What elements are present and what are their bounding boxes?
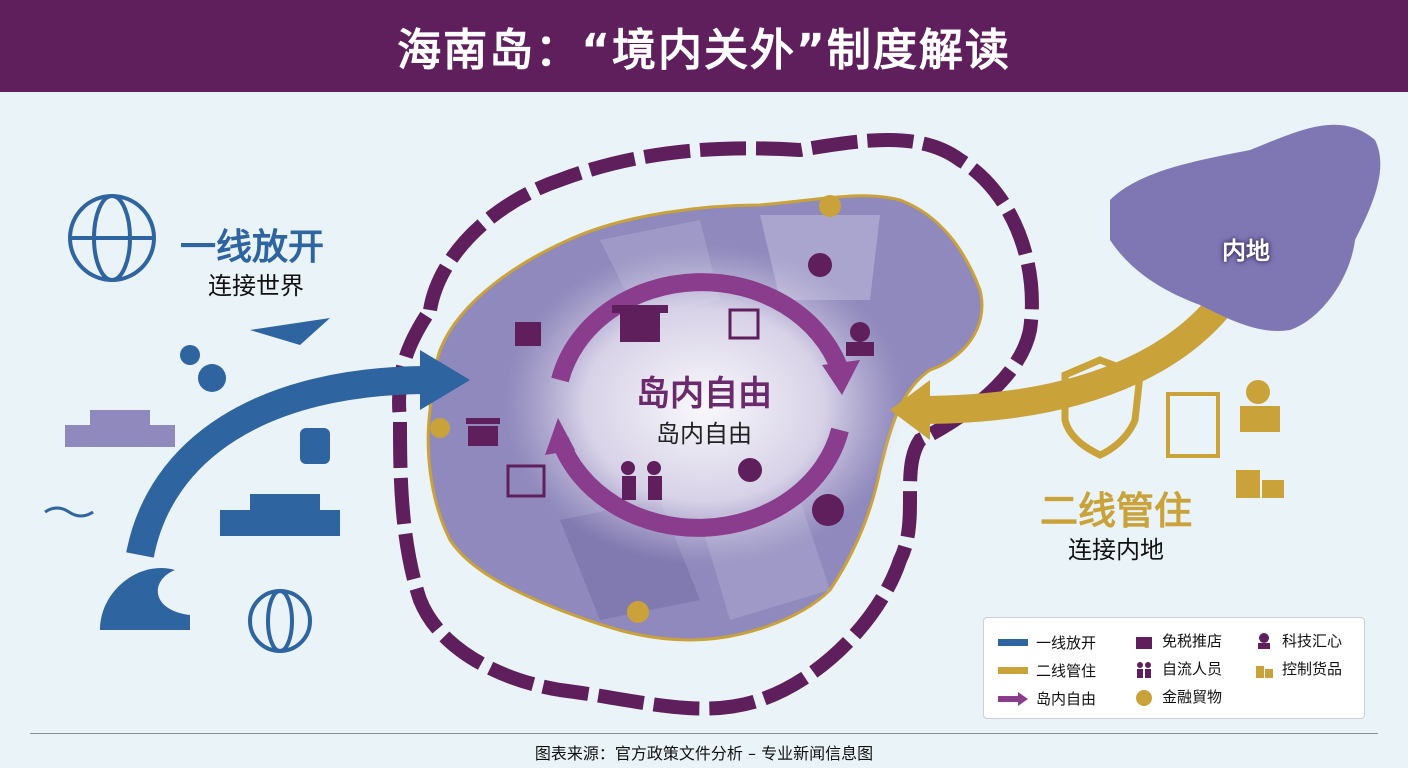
airplane-icon bbox=[250, 318, 330, 345]
security-gate-icon bbox=[1166, 392, 1220, 458]
hands-globe-icon bbox=[808, 253, 832, 277]
legend-item: 金融貿物 bbox=[1134, 686, 1222, 707]
legend-item: 自流人员 bbox=[1134, 658, 1222, 679]
location-pin-icon bbox=[819, 195, 841, 217]
mainland-label: 内地 bbox=[1222, 237, 1270, 265]
source-caption: 图表来源：官方政策文件分析 – 专业新闻信息图 bbox=[534, 744, 874, 763]
blue-line-swatch bbox=[998, 639, 1028, 646]
legend-item: 二线管住 bbox=[998, 660, 1096, 681]
page-title: 海南岛：“境内关外”制度解读 bbox=[397, 25, 1011, 76]
location-pin-icon bbox=[627, 601, 649, 623]
globe-icon bbox=[248, 589, 312, 653]
first-line-title: 一线放开 bbox=[180, 227, 325, 268]
legend-item: 岛内自由 bbox=[998, 688, 1096, 709]
chart-icon bbox=[506, 464, 546, 498]
gears-icon bbox=[180, 345, 226, 392]
legend-item: 科技汇心 bbox=[1254, 630, 1342, 651]
purple-arrow-icon bbox=[998, 691, 1028, 706]
bank-icon bbox=[466, 418, 500, 446]
location-pin-icon bbox=[430, 418, 450, 438]
first-line-subtitle: 连接世界 bbox=[208, 272, 304, 300]
mainland-map bbox=[1110, 124, 1381, 331]
goods-icon bbox=[1256, 665, 1273, 678]
second-line-title: 二线管住 bbox=[1040, 489, 1193, 533]
cycle-arrow-head bbox=[545, 418, 575, 455]
tech-person-icon bbox=[1258, 632, 1270, 649]
coin-icon bbox=[1136, 689, 1152, 706]
second-line-arrow-head bbox=[890, 380, 930, 440]
cargo-ship-icon bbox=[65, 410, 175, 447]
first-line-arrow bbox=[126, 366, 431, 558]
legend-item: 一线放开 bbox=[998, 632, 1096, 653]
tsunami-wave-icon bbox=[100, 568, 190, 630]
people-group-icon bbox=[846, 322, 874, 356]
container-ship-icon bbox=[220, 494, 340, 536]
legend-box: 一线放开 免税推店 科技汇心 二线管住 自流人员 控制货品 岛内自由 金融貿物 bbox=[983, 617, 1365, 719]
boundary-ring bbox=[392, 133, 1039, 716]
shield-check-icon bbox=[1061, 356, 1144, 459]
gift-icon bbox=[515, 322, 541, 346]
goods-boxes-icon bbox=[1236, 470, 1284, 498]
cycle-arrow-head bbox=[822, 360, 860, 395]
couple-icon bbox=[621, 461, 662, 500]
money-hand-icon bbox=[738, 458, 762, 482]
second-line-subtitle: 连接内地 bbox=[1068, 536, 1164, 564]
database-icon bbox=[300, 428, 330, 464]
island-center-title: 岛内自由 bbox=[636, 374, 772, 414]
legend-item: 免税推店 bbox=[1134, 630, 1222, 651]
customs-officer-icon bbox=[1240, 380, 1280, 432]
shop-icon bbox=[612, 305, 668, 342]
cycle-arrow-bottom bbox=[551, 427, 849, 537]
footer-divider bbox=[30, 733, 1378, 734]
shop-icon bbox=[1136, 636, 1152, 649]
gold-line-swatch bbox=[998, 667, 1028, 674]
legend-item: 控制货品 bbox=[1254, 658, 1342, 679]
globe-arrows-icon bbox=[68, 194, 156, 282]
island-center-subtitle: 岛内自由 bbox=[656, 420, 752, 448]
first-line-arrow-head bbox=[420, 350, 470, 410]
cycle-arrow-top bbox=[551, 273, 849, 383]
chip-icon bbox=[728, 308, 760, 340]
waves-icon bbox=[44, 506, 94, 518]
coin-icon bbox=[812, 494, 844, 526]
people-icon bbox=[1137, 661, 1151, 678]
page-header: 海南岛：“境内关外”制度解读 bbox=[0, 0, 1408, 92]
